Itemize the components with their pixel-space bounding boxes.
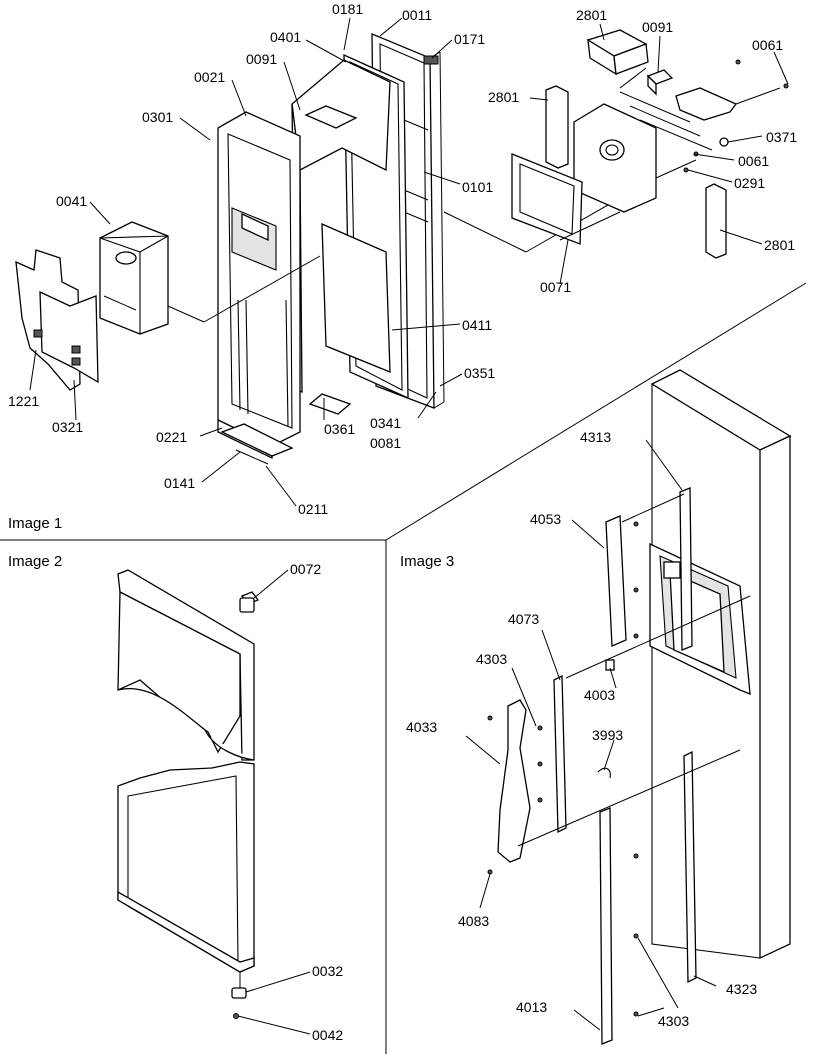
image2-drawing [117,569,260,1019]
part-label-0321: 0321 [52,419,83,435]
part-label-4313: 4313 [580,429,611,445]
part-inner-door [217,111,301,460]
trim-strip-4323 [683,750,697,984]
part-label-0091-top: 0091 [642,19,673,35]
part-label-4303-lower: 4303 [658,1013,689,1029]
control-box-drawing [511,29,789,259]
part-cover-plate [675,87,738,121]
part-label-0171: 0171 [454,31,485,47]
panel-title-image1: Image 1 [8,515,62,532]
image1-connector-lines [103,181,649,323]
panel-title-image2: Image 2 [8,553,62,570]
cabinet-top [650,369,792,451]
part-label-4003: 4003 [584,687,615,703]
part-label-0141: 0141 [164,475,195,491]
leader-lines [29,17,789,1035]
part-label-3993: 3993 [592,727,623,743]
part-bottom-rail [220,423,294,465]
part-label-0401: 0401 [270,29,301,45]
part-label-0411: 0411 [462,317,492,333]
part-label-0211: 0211 [298,501,328,517]
part-label-1221: 1221 [8,393,39,409]
part-label-0081: 0081 [370,435,401,451]
part-label-2801-right: 2801 [764,237,795,253]
part-label-4323: 4323 [726,981,757,997]
panel-dividers [0,282,807,1054]
trim-strip-4073 [553,674,567,834]
part-label-4083: 4083 [458,913,489,929]
part-label-0072: 0072 [290,561,321,577]
part-label-0101: 0101 [462,179,493,195]
part-dispenser-housing [99,221,169,335]
trim-strip-4013 [599,807,613,1045]
part-dispenser-bracket [15,249,99,391]
part-label-0301: 0301 [142,109,173,125]
part-gasket [511,153,583,245]
image1-drawing [15,33,649,465]
part-label-4053: 4053 [530,511,561,527]
part-foam-block-left [545,85,569,169]
part-label-0291: 0291 [734,175,765,191]
part-label-0361: 0361 [324,421,355,437]
part-label-2801-top: 2801 [576,7,607,23]
part-label-0371: 0371 [766,129,797,145]
part-label-0021: 0021 [194,69,225,85]
part-label-0042: 0042 [312,1027,343,1043]
part-label-2801-left: 2801 [488,89,519,105]
part-label-0341: 0341 [370,415,401,431]
trim-piece-4033 [497,699,531,863]
trim-strip-4313 [679,487,693,651]
part-label-0041: 0041 [56,193,87,209]
image3-drawing [487,369,792,1045]
part-label-0091: 0091 [246,51,277,67]
part-label-0061-top: 0061 [752,37,783,53]
part-label-4013: 4013 [516,999,547,1015]
part-label-4033: 4033 [406,719,437,735]
part-label-0011: 0011 [402,7,432,23]
part-label-0351: 0351 [464,365,495,381]
part-label-4073: 4073 [508,611,539,627]
part-foam-block-right [705,183,727,259]
part-label-0221: 0221 [156,429,187,445]
panel-title-image3: Image 3 [400,553,454,570]
part-label-0181: 0181 [332,1,363,17]
part-label-0071: 0071 [540,279,571,295]
part-label-0061-mid: 0061 [738,153,769,169]
part-label-4303-upper: 4303 [476,651,507,667]
trim-piece-4053 [605,515,627,647]
part-label-0032: 0032 [312,963,343,979]
cabinet-side [759,434,791,960]
